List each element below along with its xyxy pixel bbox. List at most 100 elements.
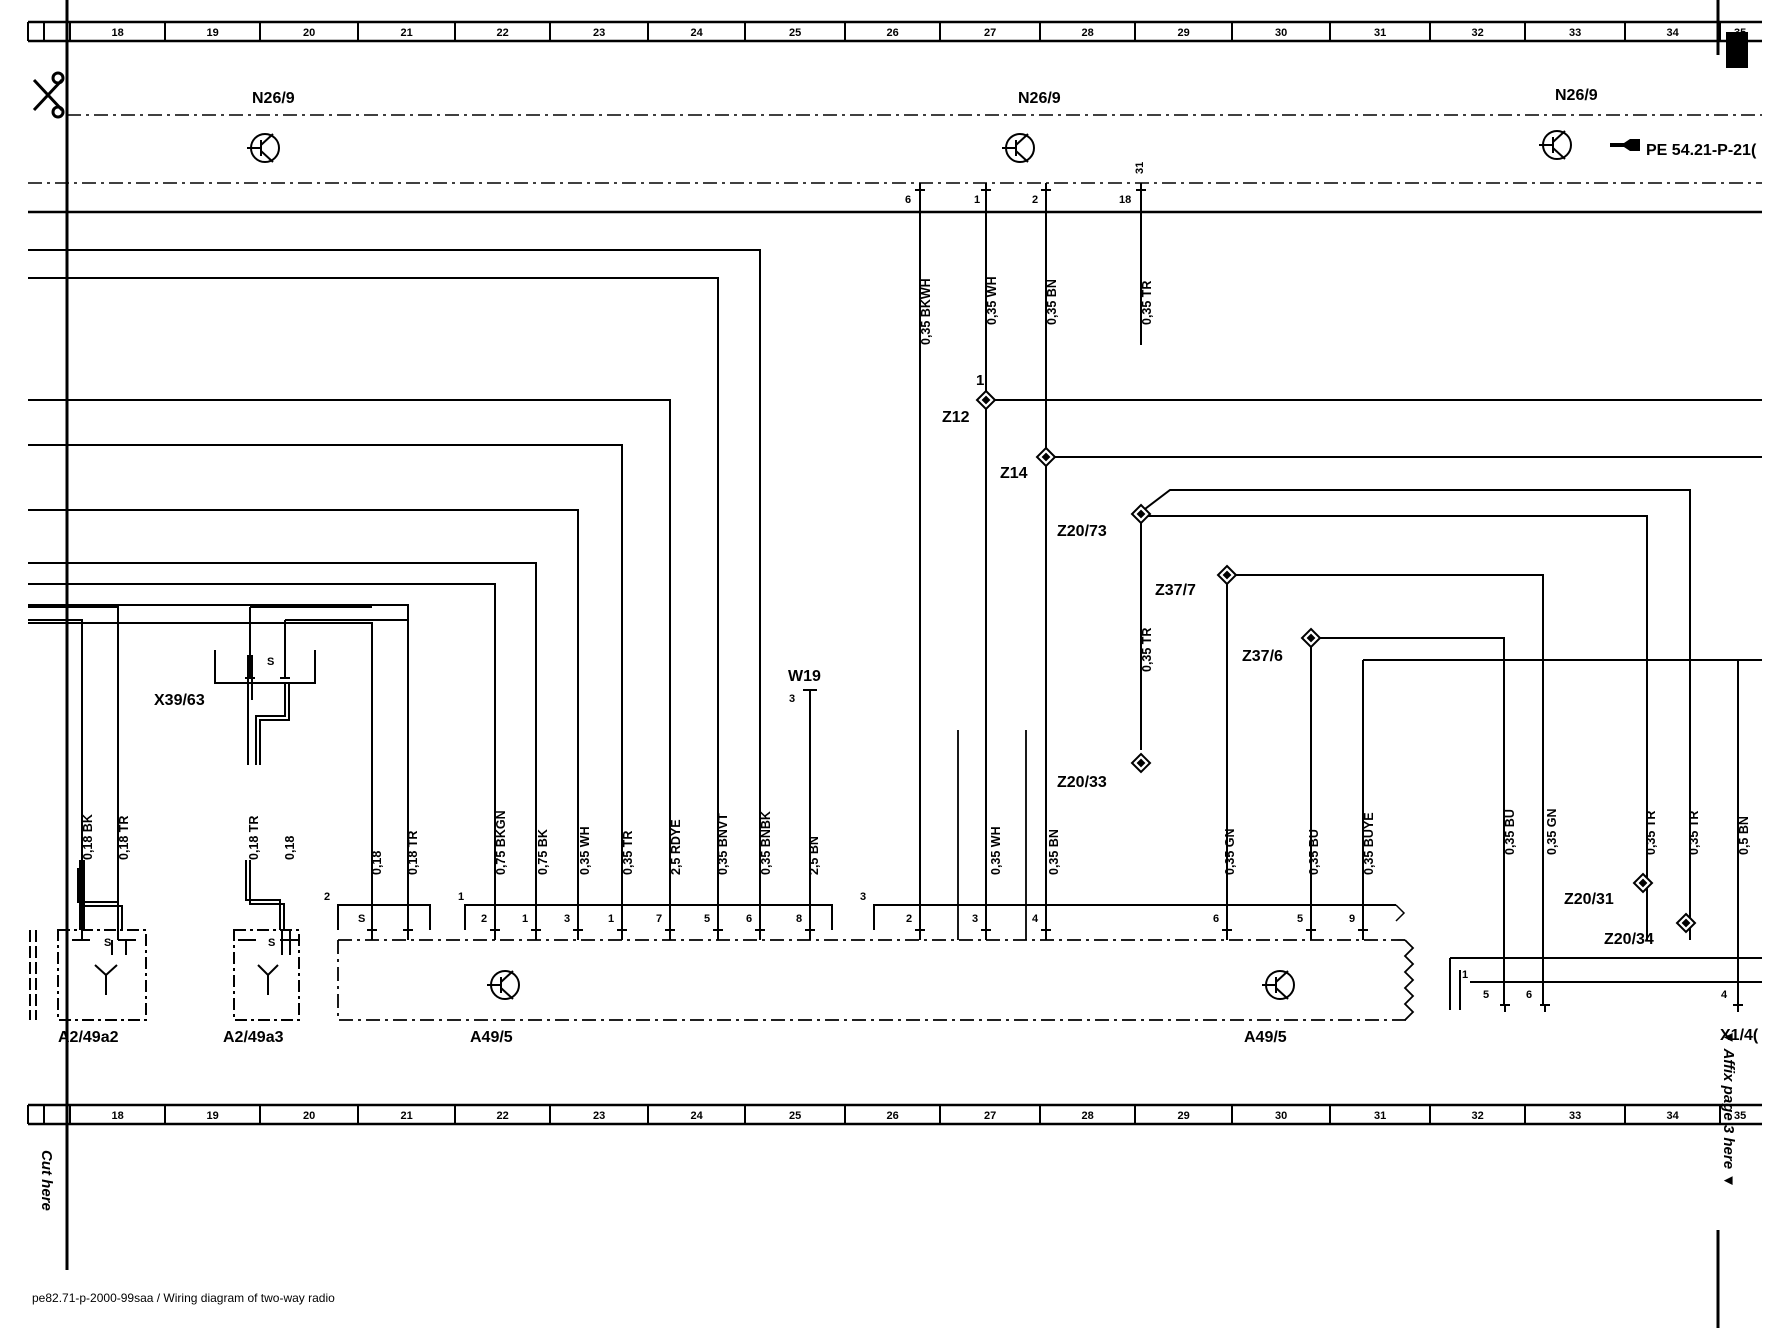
connector-pin-number: 3	[972, 913, 978, 925]
connector-pin-number: 8	[796, 913, 802, 925]
transistor-icon	[1262, 970, 1295, 1000]
transistor-icon	[1002, 133, 1035, 163]
group-pin-2: 2	[324, 891, 330, 903]
connector-pin	[490, 929, 500, 938]
connector-pin	[531, 929, 541, 938]
wire-label: 0,35 BNBK	[759, 811, 773, 875]
label-a49-5-a: A49/5	[470, 1029, 513, 1046]
grid-bottom-col-number: 20	[303, 1110, 315, 1122]
splice-diamond-icon	[1675, 912, 1697, 934]
label-a49-5-b: A49/5	[1244, 1029, 1287, 1046]
antenna-icon	[94, 964, 118, 995]
connector-pin-number: 5	[1297, 913, 1303, 925]
n26-boundary	[28, 114, 1762, 184]
label-n26-9-a: N26/9	[252, 90, 295, 107]
wire-label: 2,5 RDYE	[669, 819, 683, 875]
grid-top-col-number: 31	[1374, 27, 1386, 39]
wire-label: 0,75 BK	[536, 829, 550, 875]
connector-pin-number: 4	[1032, 913, 1039, 925]
grid-bottom-col-number: 30	[1275, 1110, 1287, 1122]
label-x39-63: X39/63	[154, 692, 205, 709]
splice-diamond-icon	[975, 389, 997, 411]
connector-pin	[713, 929, 723, 938]
grid-top-col-number: 25	[789, 27, 801, 39]
z12-pin: 1	[976, 372, 984, 389]
label-z20-31: Z20/31	[1564, 891, 1614, 908]
x39-63-connector	[214, 606, 408, 765]
connector-pin	[1041, 929, 1051, 938]
label-z12: Z12	[942, 409, 970, 426]
wire-label: 0,18 BK	[81, 814, 95, 860]
pin-n26-18: 18	[1119, 194, 1131, 206]
a2-49a3-s: S	[268, 937, 275, 949]
wire-label: 0,75 BKGN	[494, 810, 508, 875]
cut-here-note: Cut here	[38, 1150, 55, 1211]
connector-pin	[665, 929, 675, 938]
grid-bottom-col-number: 24	[691, 1110, 704, 1122]
connector-pin-number: 3	[564, 913, 570, 925]
connector-pin	[1306, 929, 1316, 938]
splice-diamond-icon	[1216, 564, 1238, 586]
label-n26-9-c: N26/9	[1555, 87, 1598, 104]
connector-pin	[981, 929, 991, 938]
grid-top-col-number: 29	[1178, 27, 1190, 39]
connector-pin-number: 5	[704, 913, 710, 925]
label-w19: W19	[788, 668, 821, 685]
grid-bottom-col-number: 19	[207, 1110, 219, 1122]
wire-label: 0,35 BUYE	[1362, 812, 1376, 875]
connector-pin-number: 9	[1349, 913, 1355, 925]
wire-label: 0,35 GN	[1545, 808, 1559, 855]
transistor-symbols	[247, 130, 1572, 1000]
a49-5-unit	[337, 730, 1415, 1021]
grid-bottom-col-number: 31	[1374, 1110, 1386, 1122]
splice-branches	[986, 399, 1762, 1005]
x1-pin-1: 1	[1462, 969, 1468, 981]
reference-pointer: PE 54.21-P-21(	[1610, 139, 1757, 159]
splice-diamond-icon	[1130, 752, 1152, 774]
wire-label: 0,18	[283, 836, 297, 860]
x1-pin-4: 4	[1721, 989, 1728, 1001]
grid-bottom-col-number: 23	[593, 1110, 605, 1122]
splice-diamond-icon	[1035, 446, 1057, 468]
connector-pin-number: 1	[522, 913, 528, 925]
pointing-hand-icon	[1610, 139, 1640, 151]
splice-diamond-icon	[1632, 872, 1654, 894]
grid-top-col-number: 23	[593, 27, 605, 39]
wire-label: 0,18 TR	[247, 816, 261, 860]
wire-label: 0,35 GN	[1223, 828, 1237, 875]
x1-pin-5: 5	[1483, 989, 1489, 1001]
wire-label-wh-top: 0,35 WH	[985, 276, 999, 325]
pin-n26-2: 2	[1032, 194, 1038, 206]
label-a2-49a2: A2/49a2	[58, 1029, 119, 1046]
left-bus-wires	[28, 249, 761, 940]
grid-bottom-col-number: 34	[1667, 1110, 1680, 1122]
connector-pin-number: 2	[481, 913, 487, 925]
wire-label-tr-mid: 0,35 TR	[1140, 628, 1154, 672]
connector-pin	[367, 929, 377, 938]
wire-label: 0,35 TR	[1644, 811, 1658, 855]
wire-label: 0,35 WH	[578, 826, 592, 875]
label-z20-33: Z20/33	[1057, 774, 1107, 791]
label-z37-6: Z37/6	[1242, 648, 1283, 665]
antenna-icon	[257, 964, 279, 995]
wire-label: 0,35 BU	[1307, 829, 1321, 875]
connector-pin	[403, 929, 413, 938]
label-z37-7: Z37/7	[1155, 582, 1196, 599]
connector-pin-number: S	[358, 913, 365, 925]
wire-label: 0,35 BU	[1503, 809, 1517, 855]
reference-text: PE 54.21-P-21(	[1646, 142, 1757, 159]
wire-label: 0,35 TR	[1687, 811, 1701, 855]
connector-pin-number: 6	[1213, 913, 1219, 925]
antenna-a2-49a2	[29, 860, 147, 1021]
connector-pin	[573, 929, 583, 938]
wire-label-bn-top: 0,35 BN	[1045, 279, 1059, 325]
grid-footer	[27, 1103, 1762, 1126]
splice-diamond-icon	[1300, 627, 1322, 649]
connector-pin	[617, 929, 627, 938]
grid-bottom-col-number: 35	[1734, 1110, 1746, 1122]
wire-label: 0,35 BNVT	[716, 813, 730, 875]
connector-pin	[1222, 929, 1232, 938]
